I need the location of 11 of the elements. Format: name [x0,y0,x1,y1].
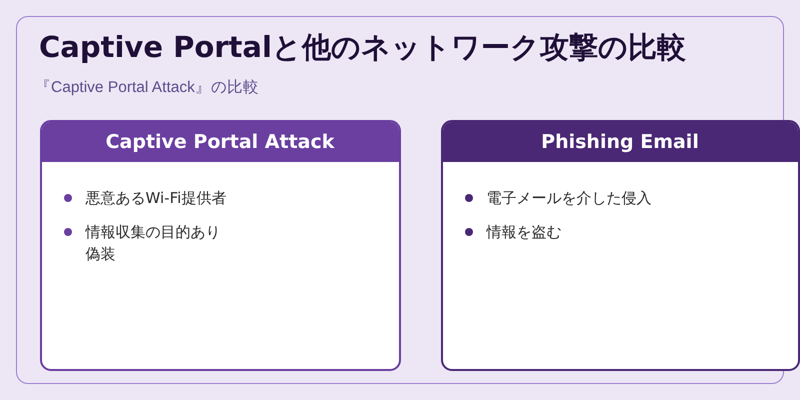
card [40,120,400,370]
list-item-text: 悪意あるWi-Fi提供者 [86,188,226,208]
title: Captive Portalと他のネットワーク攻撃の比較 [39,29,686,66]
list-item-text: 電子メールを介した侵入 [486,188,652,208]
list-item-text: 情報収集の目的あり [86,222,220,242]
list-item-text: 情報を盗む [486,222,562,242]
subtitle: 『Captive Portal Attack』の比較 [35,78,259,98]
card [440,120,800,370]
list-item-text: 偽装 [86,244,116,264]
card-header: Phishing Email [442,122,798,162]
card-header: Captive Portal Attack [42,122,398,162]
